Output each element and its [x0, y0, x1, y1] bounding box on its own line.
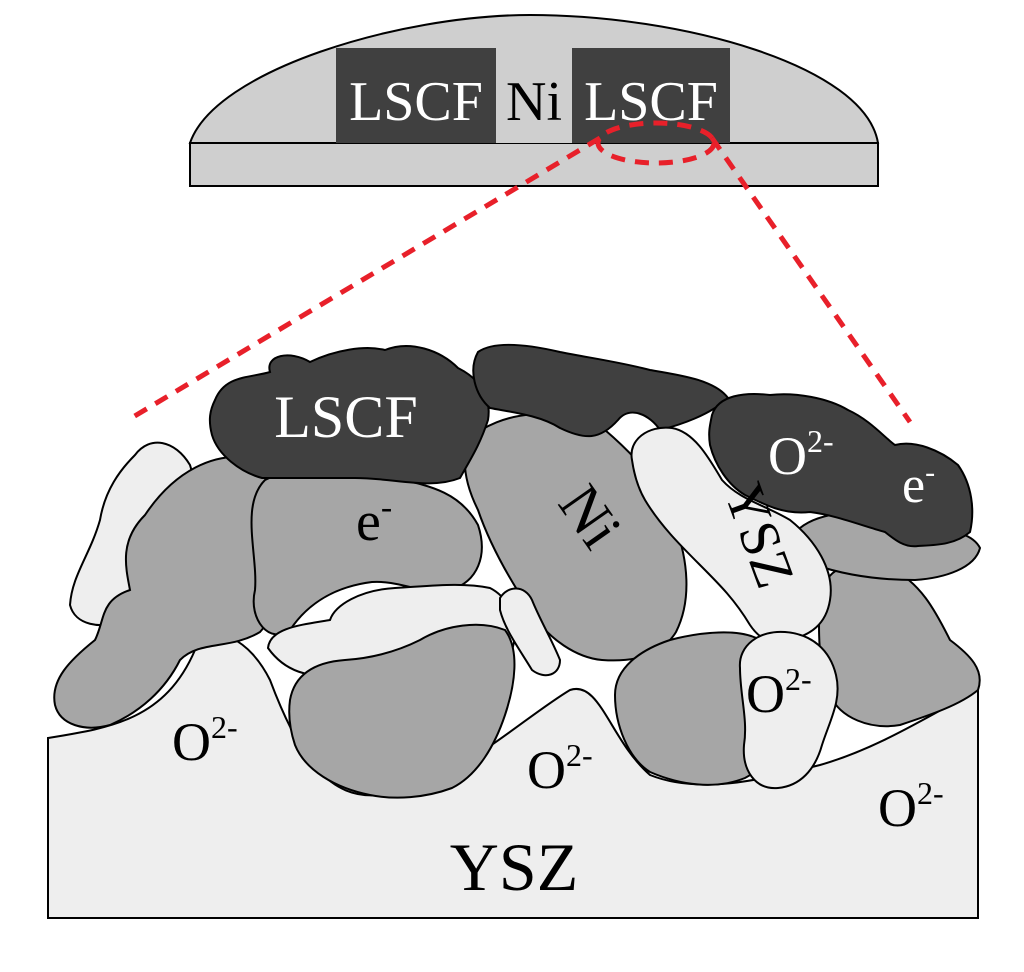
oxygen-charge: 2- [566, 737, 593, 773]
oxygen-charge: 2- [211, 709, 238, 745]
electron-charge: - [381, 489, 392, 526]
oxygen-charge: 2- [807, 423, 834, 459]
cell-segment-lscf-left [336, 48, 496, 143]
cell-segment-label: LSCF [584, 71, 718, 133]
lscf-particle [208, 345, 490, 485]
oxygen-ion-label: O2- [172, 709, 238, 772]
cell-segment-label: Ni [506, 71, 562, 133]
ysz-particle [738, 630, 839, 790]
electron-symbol: e [902, 457, 925, 514]
oxygen-symbol: O [768, 426, 807, 486]
electron-charge: - [925, 456, 935, 489]
ni-particle [818, 562, 981, 728]
oxygen-charge: 2- [917, 775, 944, 811]
zoom-line-right [709, 136, 913, 424]
cell-overview: LSCF Ni LSCF [188, 13, 880, 187]
oxygen-symbol: O [172, 712, 211, 772]
lscf-particle [708, 393, 974, 548]
oxygen-ion-label: O2- [527, 737, 593, 800]
oxygen-symbol: O [746, 664, 785, 724]
electron-label: e- [902, 456, 935, 514]
ni-particle [288, 623, 516, 799]
ysz-particle [499, 587, 562, 677]
electron-symbol: e [356, 491, 381, 553]
oxygen-ion-label: O2- [878, 775, 944, 838]
cell-segment-lscf-right [572, 48, 730, 143]
oxygen-ion-label: O2- [768, 423, 834, 486]
electron-label: e- [356, 489, 392, 553]
cell-segment-label: LSCF [349, 71, 483, 133]
particle-layer-back [53, 413, 982, 729]
cell-segment-ni [496, 48, 572, 143]
lscf-layer [208, 343, 730, 485]
oxygen-ion-label: O2- [746, 661, 812, 724]
oxygen-charge: 2- [785, 661, 812, 697]
zoom-indicator [126, 120, 913, 424]
electrolyte-label: YSZ [450, 829, 578, 905]
lscf-label: LSCF [274, 384, 417, 450]
zoom-line-left [126, 135, 602, 423]
oxygen-symbol: O [878, 778, 917, 838]
ysz-particle [630, 426, 832, 643]
particle-layer-mid [266, 393, 974, 799]
oxygen-symbol: O [527, 740, 566, 800]
